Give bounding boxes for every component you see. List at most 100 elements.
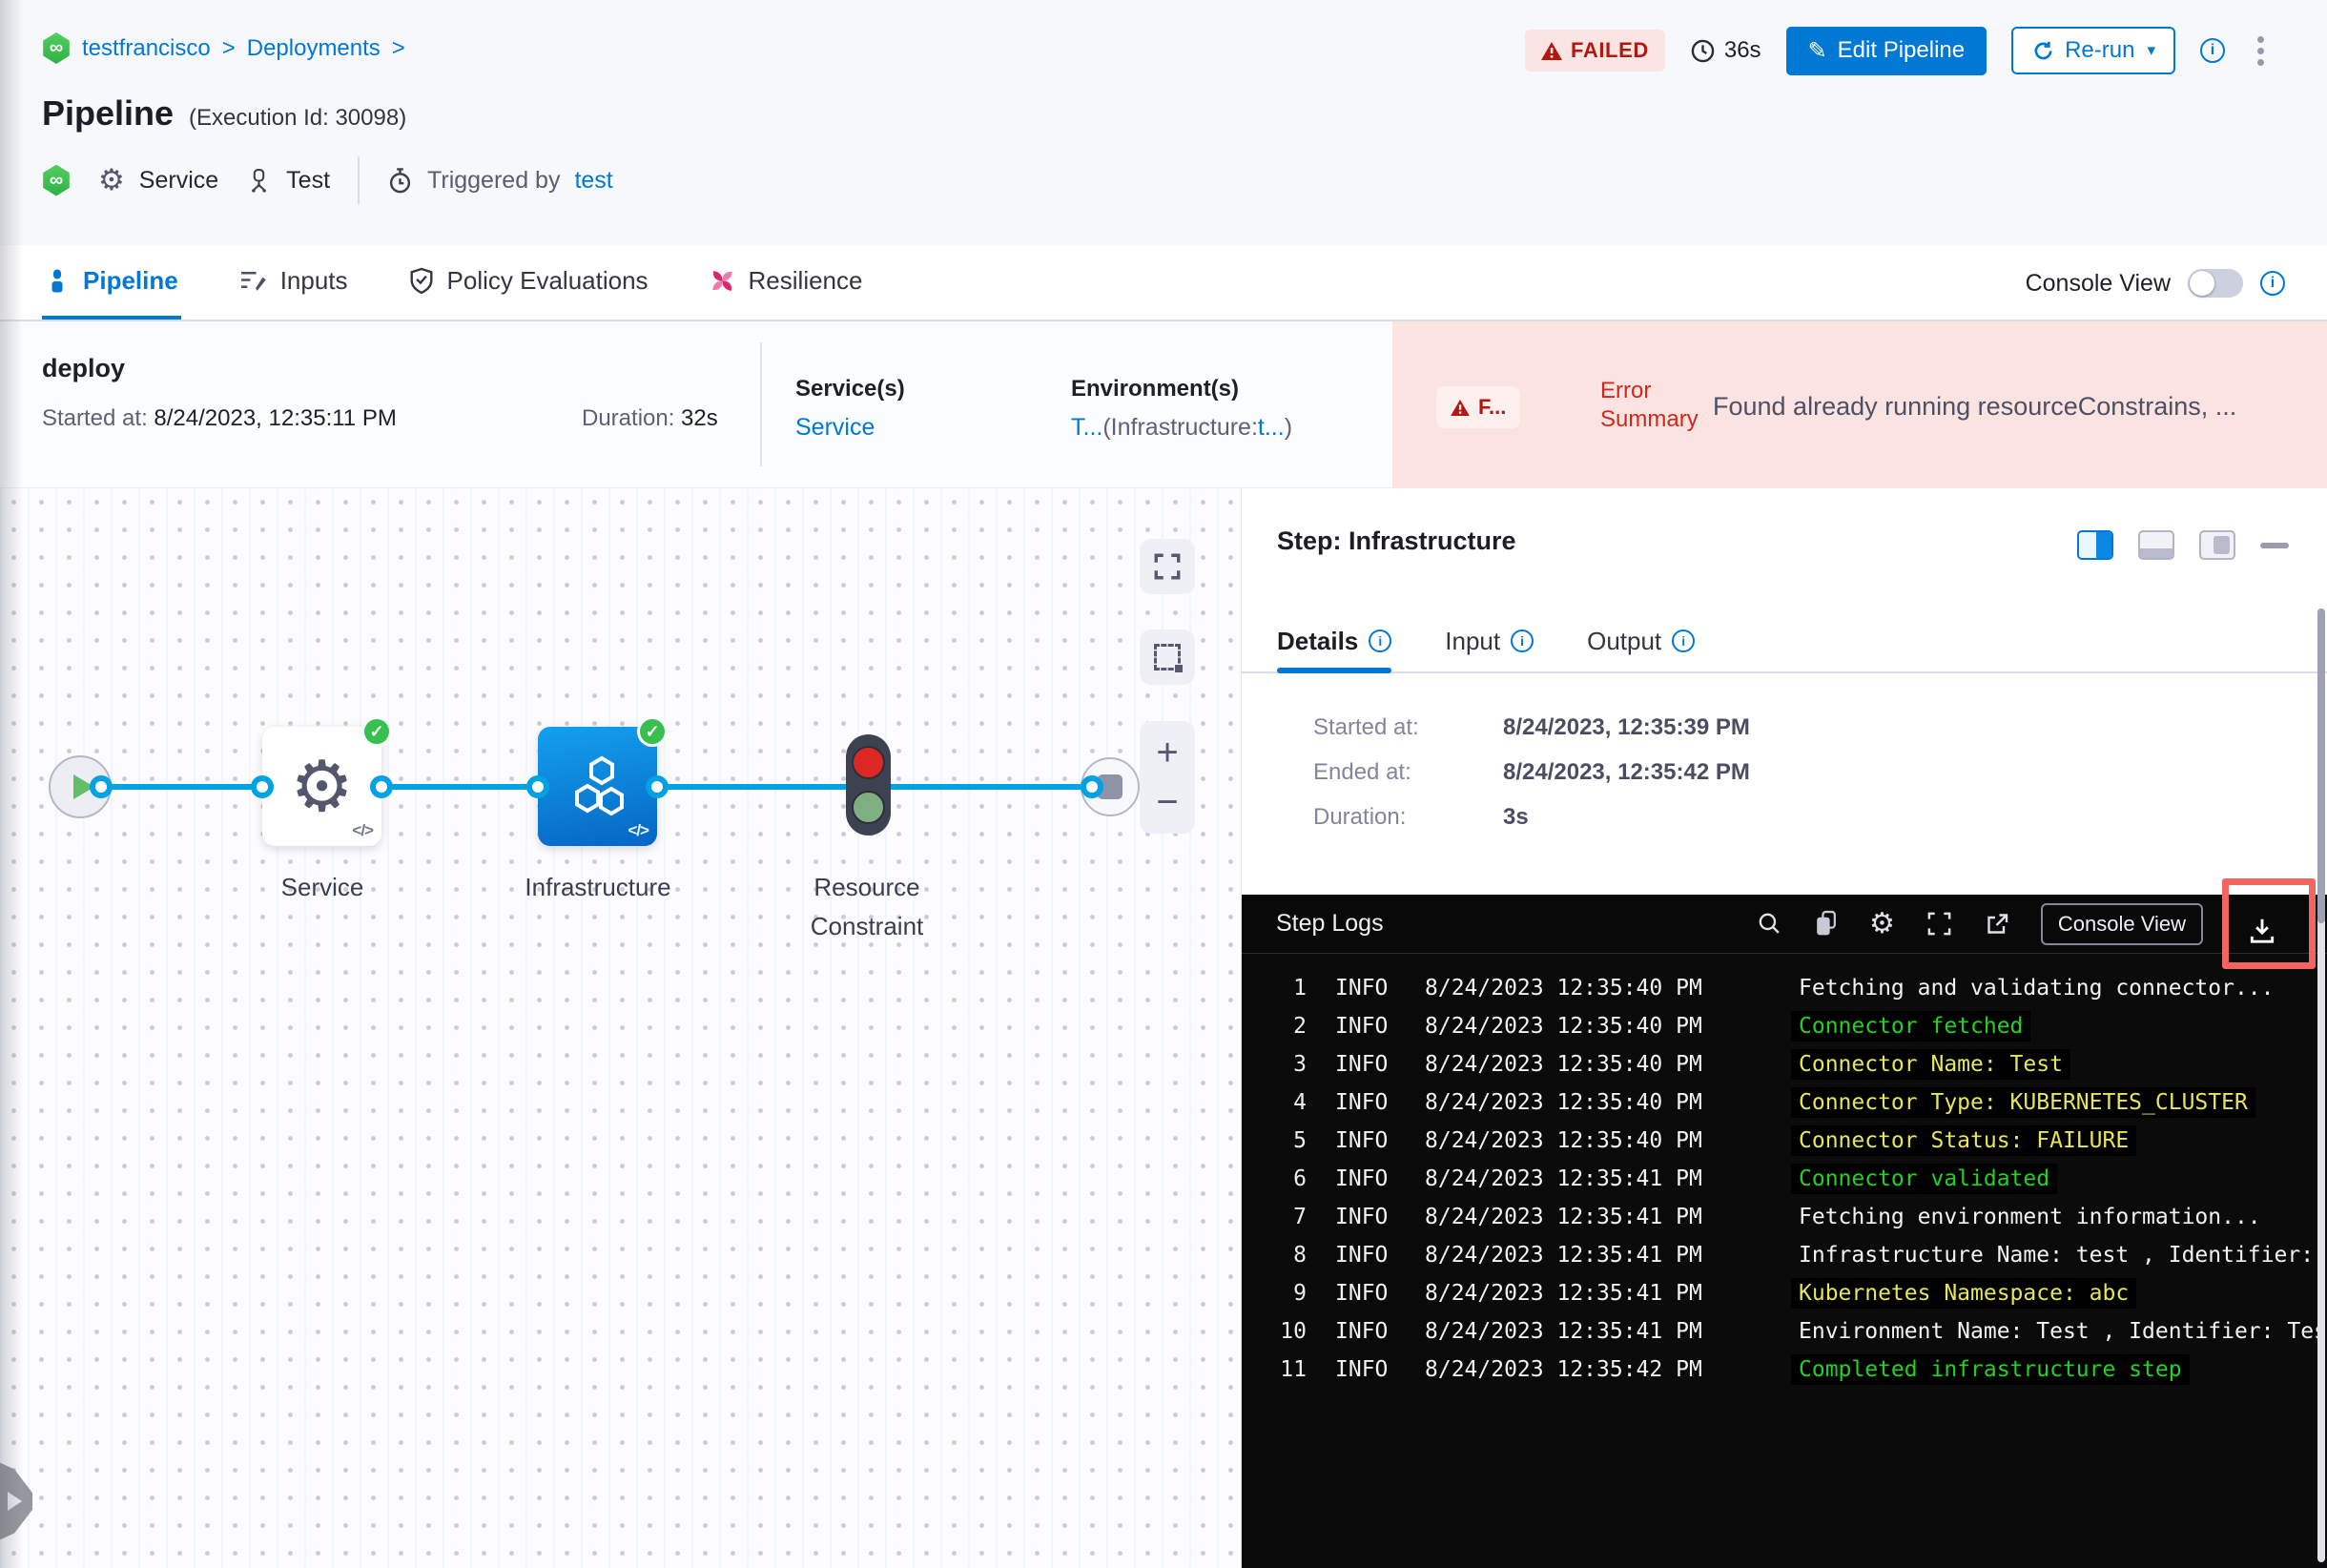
copy-icon[interactable]	[1813, 910, 1839, 938]
environment-icon	[252, 168, 267, 193]
service-gear-icon: ⚙	[290, 746, 354, 826]
layout-bottom-view-button[interactable]	[2138, 530, 2174, 560]
log-timestamp: 8/24/2023 12:35:41 PM	[1425, 1319, 1702, 1344]
service-step-node[interactable]: ⚙ </> ✓	[262, 716, 392, 846]
tab-label: Details	[1277, 626, 1359, 655]
triggered-by-label: Triggered by	[427, 166, 561, 194]
detail-value: 8/24/2023, 12:35:39 PM	[1503, 714, 1750, 740]
services-value-link[interactable]: Service	[795, 414, 875, 441]
log-level: INFO	[1335, 1319, 1389, 1344]
stage-duration: Duration: 32s	[582, 405, 718, 432]
error-status-badge: F...	[1436, 386, 1521, 428]
environment-link[interactable]: T...	[1071, 414, 1103, 441]
green-light-icon	[852, 791, 885, 824]
console-view-button[interactable]: Console View	[2040, 902, 2203, 945]
expand-stage-flap[interactable]	[0, 1459, 32, 1543]
download-logs-button[interactable]	[2241, 910, 2283, 952]
breadcrumb-project-link[interactable]: testfrancisco	[82, 34, 211, 61]
log-line-number: 2	[1293, 1014, 1307, 1039]
log-line-number: 6	[1293, 1166, 1307, 1191]
log-timestamp: 8/24/2023 12:35:41 PM	[1425, 1281, 1702, 1306]
edit-pipeline-button[interactable]: ✎ Edit Pipeline	[1785, 26, 1987, 75]
step-logs-header: Step Logs ⚙ Console View	[1242, 895, 2327, 954]
log-timestamp: 8/24/2023 12:35:41 PM	[1425, 1205, 1702, 1229]
divider	[760, 342, 762, 466]
external-link-icon[interactable]	[1984, 911, 2010, 938]
log-level: INFO	[1335, 1243, 1389, 1268]
tab-output[interactable]: Output i	[1587, 610, 1696, 671]
code-glyph: </>	[352, 821, 374, 839]
step-panel-title: Step: Infrastructure	[1277, 526, 1516, 555]
pipeline-canvas[interactable]: ⚙ </> ✓ </> ✓ Service Infrastructure Res…	[0, 488, 1241, 1568]
connector-port	[370, 775, 393, 798]
info-icon[interactable]: i	[1369, 629, 1392, 652]
duration-label: Duration:	[582, 405, 675, 431]
log-message: Kubernetes Namespace: abc	[1791, 1278, 2137, 1309]
tab-label: Input	[1445, 626, 1501, 655]
toggle-knob	[2190, 271, 2214, 296]
detail-row: Started at: 8/24/2023, 12:35:39 PM	[1313, 713, 1750, 742]
info-icon[interactable]: i	[1672, 629, 1696, 652]
panel-layout-controls	[2077, 530, 2289, 560]
service-chip-label[interactable]: Service	[138, 166, 219, 194]
error-summary-text: Found already running resourceConstrains…	[1713, 392, 2237, 421]
scrollbar-track[interactable]	[2317, 609, 2325, 1562]
log-level: INFO	[1335, 1281, 1389, 1306]
log-line-number: 10	[1280, 1319, 1307, 1344]
started-label: Started at:	[42, 405, 148, 431]
harness-logo-icon: ∞	[43, 32, 70, 64]
chevron-down-icon: ▾	[2147, 41, 2155, 59]
detail-value: 8/24/2023, 12:35:42 PM	[1503, 759, 1750, 785]
environment-close-paren: )	[1284, 414, 1293, 441]
tab-resilience[interactable]: Resilience	[707, 245, 866, 320]
canvas-marquee-select-button[interactable]	[1140, 629, 1195, 685]
tab-inputs[interactable]: Inputs	[237, 245, 351, 320]
minimize-panel-button[interactable]	[2260, 542, 2289, 548]
rerun-button[interactable]: Re-run ▾	[2011, 27, 2175, 74]
detail-label: Ended at:	[1313, 759, 1411, 785]
zoom-in-button[interactable]: +	[1156, 731, 1179, 774]
expand-icon[interactable]	[1925, 910, 1953, 938]
layout-floating-view-button[interactable]	[2199, 530, 2235, 560]
log-level: INFO	[1335, 1166, 1389, 1191]
breadcrumb-deployments-link[interactable]: Deployments	[246, 34, 381, 61]
log-level: INFO	[1335, 1014, 1389, 1039]
infrastructure-link[interactable]: t...	[1257, 414, 1285, 441]
infrastructure-step-node[interactable]: </> ✓	[538, 716, 668, 846]
execution-tab-bar: Pipeline Inputs Policy Evaluations Resil…	[0, 245, 2327, 321]
log-message: Environment Name: Test , Identifier: Tes…	[1799, 1319, 2327, 1344]
zoom-out-button[interactable]: −	[1156, 781, 1179, 824]
pipeline-icon	[51, 269, 63, 292]
page-header: ∞ testfrancisco > Deployments > FAILED 3…	[0, 0, 2327, 245]
info-icon[interactable]: i	[2200, 38, 2225, 63]
tab-policy-evaluations[interactable]: Policy Evaluations	[406, 245, 651, 320]
tab-input[interactable]: Input i	[1445, 610, 1534, 671]
divider	[358, 156, 360, 204]
code-glyph: </>	[628, 821, 649, 839]
environment-chip-label[interactable]: Test	[286, 166, 331, 194]
started-value: 8/24/2023, 12:35:11 PM	[147, 405, 397, 431]
tab-pipeline[interactable]: Pipeline	[42, 245, 181, 320]
log-settings-gear-icon[interactable]: ⚙	[1868, 907, 1895, 939]
step-details-panel: Step: Infrastructure Details i Input i O…	[1241, 488, 2327, 1568]
resource-constraint-node[interactable]	[846, 734, 891, 836]
more-options-menu[interactable]	[2250, 32, 2272, 70]
fullscreen-icon	[1154, 553, 1181, 580]
scrollbar-thumb[interactable]	[2317, 609, 2325, 923]
red-light-icon	[852, 746, 885, 779]
log-line-number: 5	[1293, 1128, 1307, 1153]
info-icon[interactable]: i	[2260, 271, 2285, 296]
console-view-toggle[interactable]	[2188, 269, 2243, 298]
layout-right-view-button[interactable]	[2077, 530, 2113, 560]
tab-details[interactable]: Details i	[1277, 610, 1392, 673]
canvas-fullscreen-button[interactable]	[1140, 539, 1195, 594]
stage-summary-bar: deploy Started at: 8/24/2023, 12:35:11 P…	[0, 321, 2327, 488]
triggered-by-user-link[interactable]: test	[574, 166, 613, 194]
info-icon[interactable]: i	[1511, 629, 1534, 652]
search-icon[interactable]	[1757, 911, 1782, 937]
log-timestamp: 8/24/2023 12:35:40 PM	[1425, 1090, 1702, 1115]
